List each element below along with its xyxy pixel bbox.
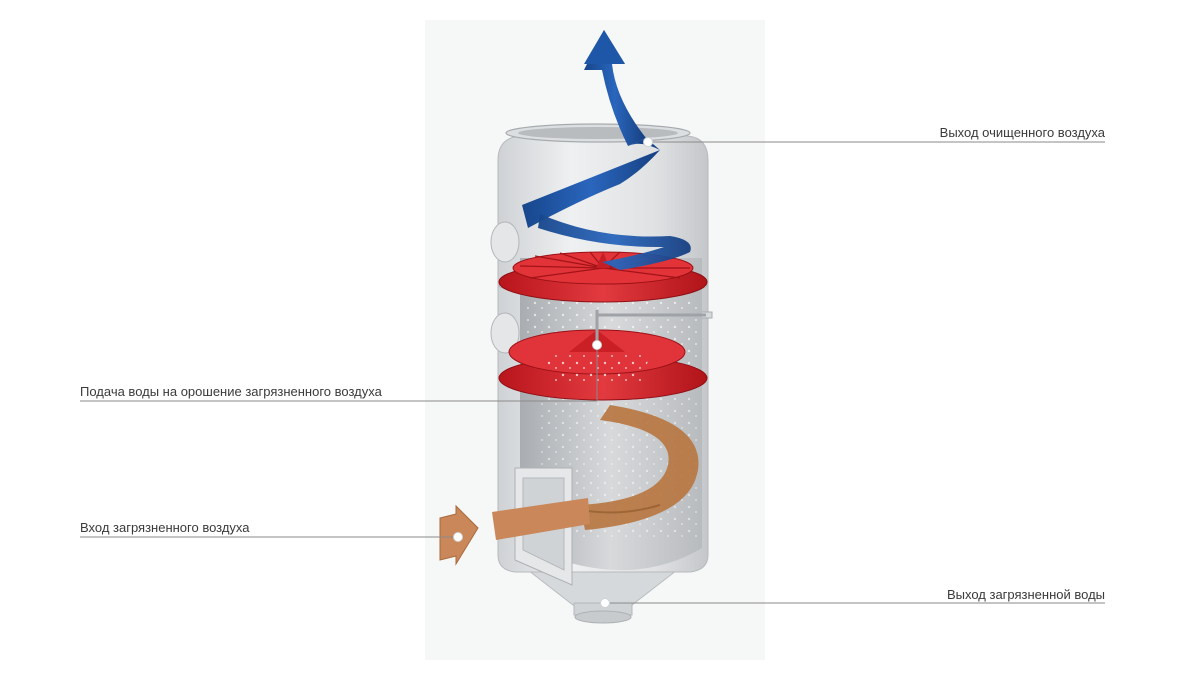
label-water-supply: Подача воды на орошение загрязненного во… — [80, 384, 382, 399]
leader-lines — [80, 141, 1105, 604]
upper-swirler — [498, 251, 708, 303]
clean-air-arrow-icon — [584, 30, 625, 64]
dot-marker-icon[interactable] — [453, 532, 463, 542]
label-dirty-air-inlet: Вход загрязненного воздуха — [80, 520, 250, 535]
label-clean-air-outlet: Выход очищенного воздуха — [939, 125, 1105, 140]
dot-marker-icon[interactable] — [592, 340, 602, 350]
dirty-air-flow — [492, 498, 590, 540]
dot-marker-icon[interactable] — [643, 137, 653, 147]
lower-swirler — [498, 329, 708, 401]
label-dirty-water-outlet: Выход загрязненной воды — [946, 587, 1105, 602]
dot-marker-icon[interactable] — [600, 598, 610, 608]
